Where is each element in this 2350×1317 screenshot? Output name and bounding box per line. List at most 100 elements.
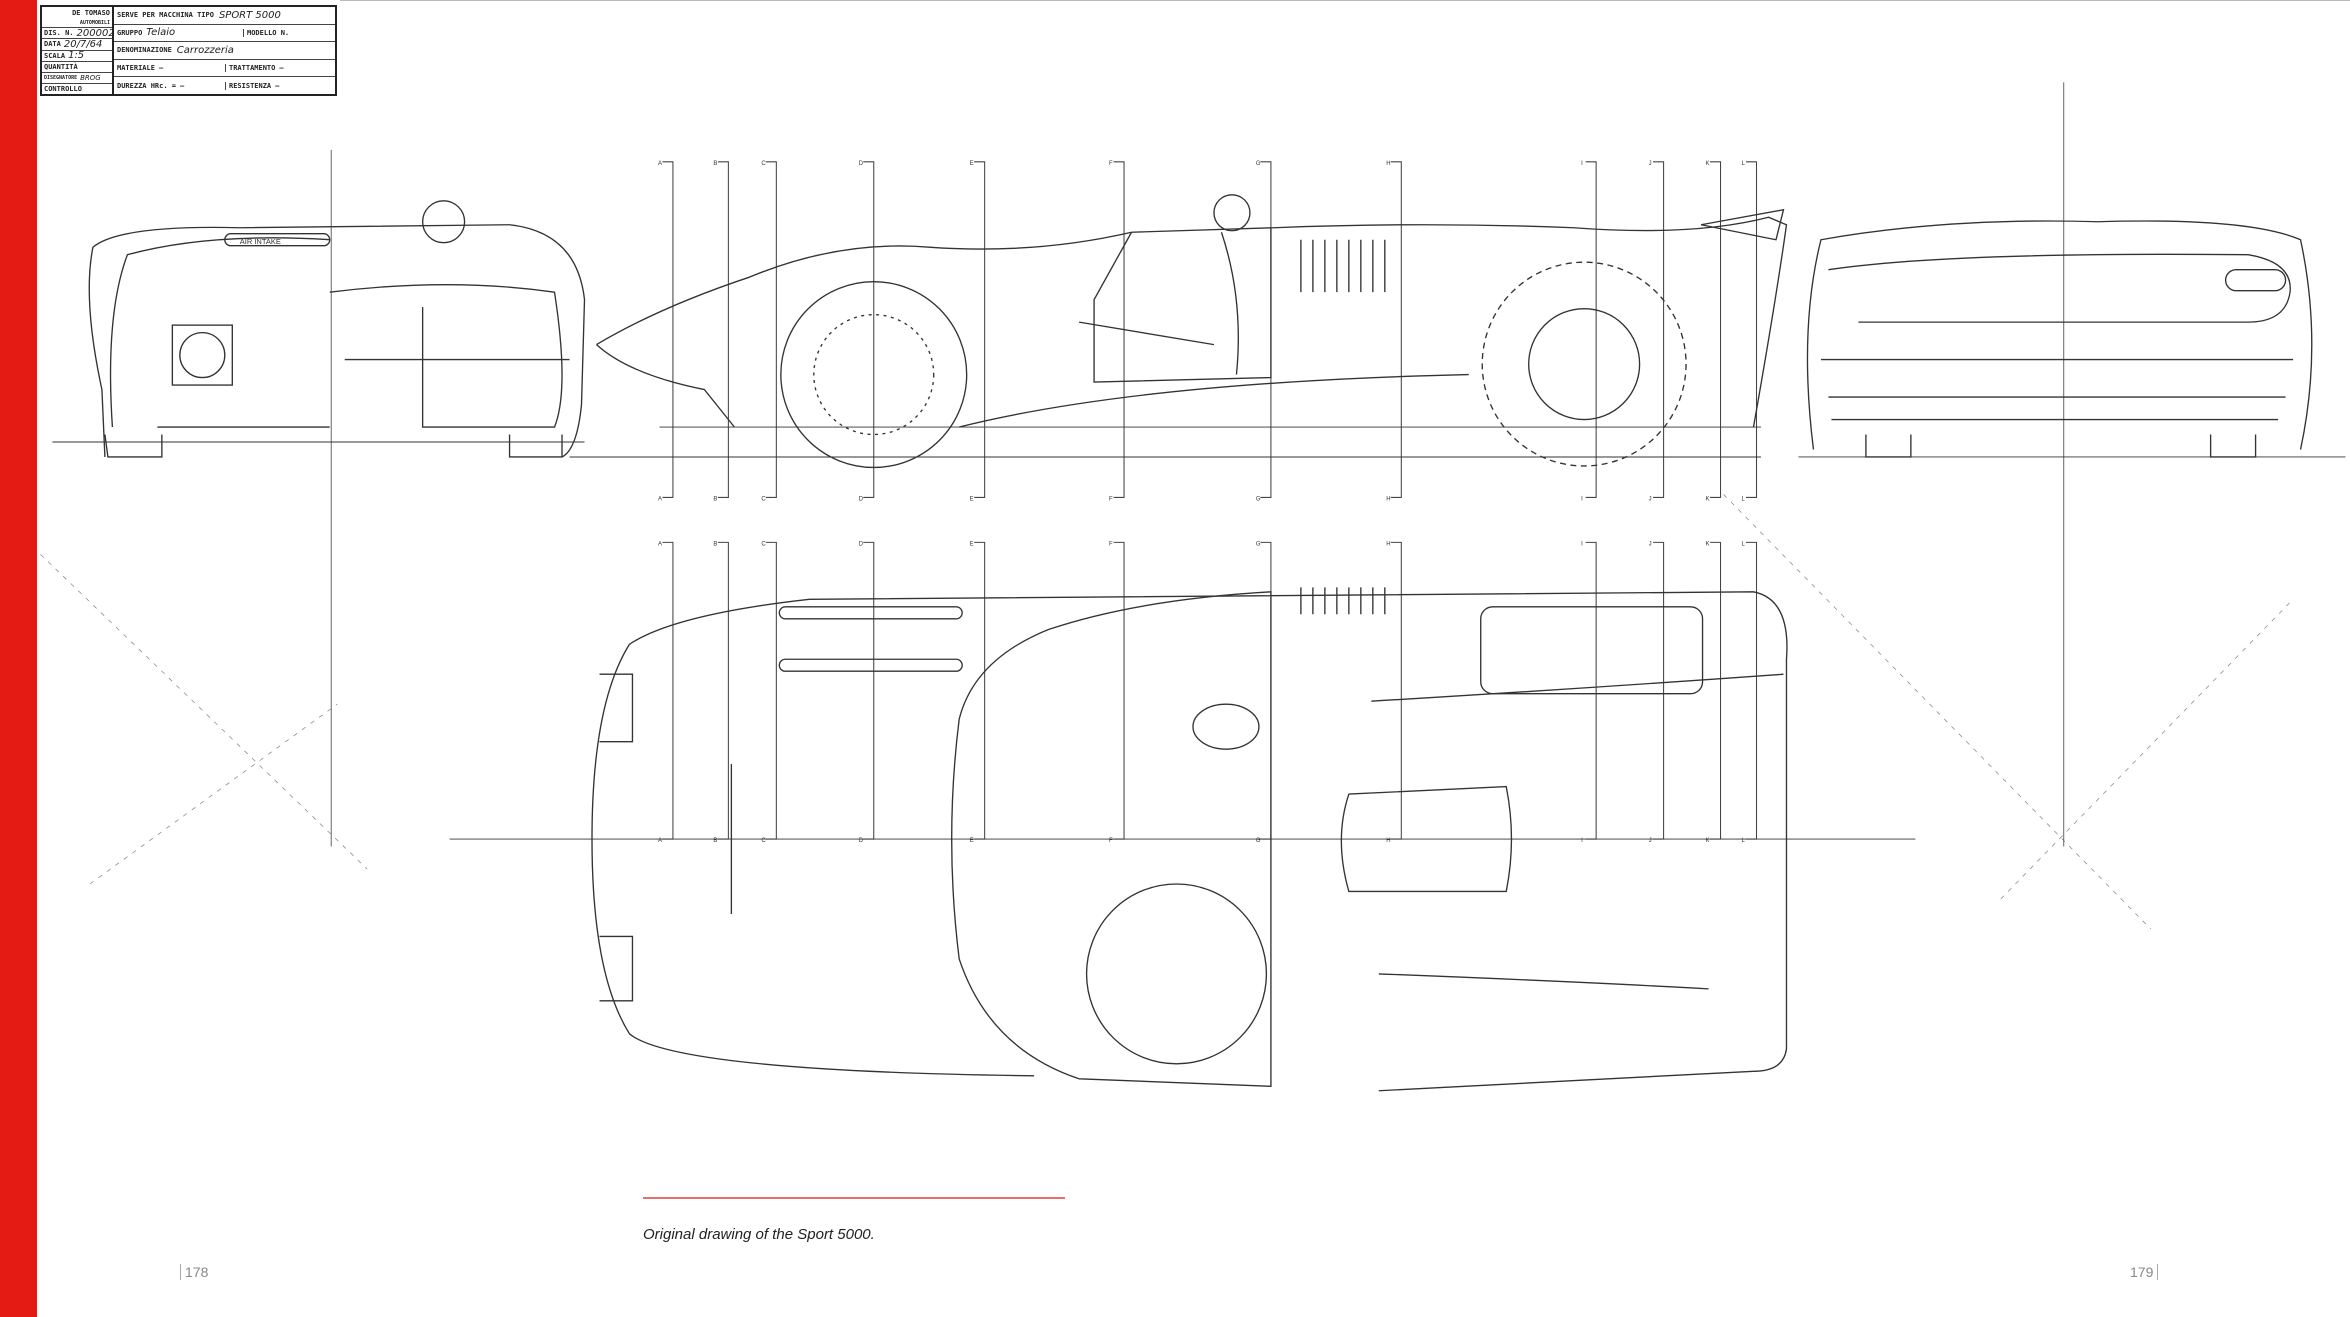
brand-name: DE TOMASO <box>72 8 110 17</box>
station-label: J <box>1649 161 1652 167</box>
station-line-b <box>717 541 729 840</box>
data-value: 20/7/64 <box>63 39 103 50</box>
rear-louvres-side <box>1300 239 1386 293</box>
side-view <box>569 194 1788 469</box>
station-label: G <box>1256 496 1261 502</box>
station-line-b <box>717 161 729 498</box>
durezza-value: — <box>180 81 185 90</box>
denominazione-value: Carrozzeria <box>176 44 234 56</box>
top-border-line <box>340 0 2350 1</box>
station-line-j <box>1653 161 1665 498</box>
gruppo-value: Telaio <box>146 27 176 39</box>
station-line-d <box>863 541 875 840</box>
station-label: I <box>1581 541 1583 547</box>
brand-cell: DE TOMASO AUTOMOBILI <box>42 7 112 29</box>
rear-view <box>1798 220 2346 458</box>
gruppo-label: GRUPPO <box>117 28 143 37</box>
station-label: D <box>859 496 864 502</box>
quantita-label: QUANTITÀ <box>44 62 78 71</box>
station-line-c <box>765 161 777 498</box>
construction-lines <box>40 494 2294 930</box>
station-label: C <box>761 496 766 502</box>
station-line-a <box>662 161 674 498</box>
disegnatore-label: DISEGNATORE <box>44 74 78 81</box>
station-line-c <box>765 541 777 840</box>
station-label: A <box>658 161 662 167</box>
scala-label: SCALA <box>44 51 66 60</box>
data-label: DATA <box>44 40 61 49</box>
station-label: I <box>1581 161 1583 167</box>
station-label: A <box>658 541 662 547</box>
station-label: H <box>1386 838 1390 844</box>
station-label: H <box>1386 496 1390 502</box>
station-label: K <box>1706 496 1710 502</box>
durezza-label: DUREZZA HRc. = <box>117 81 177 90</box>
station-label: J <box>1649 838 1652 844</box>
station-label: F <box>1109 541 1113 547</box>
station-label: K <box>1706 541 1710 547</box>
top-view <box>449 587 1916 1092</box>
materiale-label: MATERIALE <box>117 64 155 73</box>
station-label: G <box>1256 838 1261 844</box>
station-line-h <box>1390 541 1402 840</box>
station-label: I <box>1581 496 1583 502</box>
station-label: C <box>761 838 766 844</box>
station-label: G <box>1256 161 1261 167</box>
station-label: F <box>1109 161 1113 167</box>
station-line-l <box>1746 541 1758 840</box>
station-label: B <box>713 541 717 547</box>
station-label: L <box>1742 541 1746 547</box>
station-label: C <box>761 541 766 547</box>
brand-sub: AUTOMOBILI <box>79 19 110 26</box>
modello-label: MODELLO N. <box>247 28 290 37</box>
station-label: B <box>713 838 717 844</box>
scala-value: 1:5 <box>68 50 85 62</box>
station-label: A <box>658 838 662 844</box>
figure-caption: Original drawing of the Sport 5000. <box>643 1226 875 1243</box>
station-line-d <box>863 161 875 498</box>
station-line-f <box>1113 541 1125 840</box>
disegnatore-value: BROG <box>80 73 101 82</box>
resistenza-label: RESISTENZA <box>229 81 272 90</box>
station-line-i <box>1585 161 1597 498</box>
page-number-left: 178 <box>180 1264 208 1280</box>
serve-label: SERVE PER MACCHINA TIPO <box>117 11 214 20</box>
station-line-k <box>1710 541 1722 840</box>
station-line-e <box>974 161 986 498</box>
station-label: J <box>1649 496 1652 502</box>
station-label: E <box>970 161 974 167</box>
station-label: L <box>1742 496 1746 502</box>
station-label: L <box>1742 838 1746 844</box>
station-label: F <box>1109 496 1113 502</box>
dis-n-label: DIS. N. <box>44 29 74 38</box>
dis-n-value: 200002 <box>76 28 112 39</box>
station-label: J <box>1649 541 1652 547</box>
station-label: D <box>859 541 864 547</box>
station-label: E <box>970 838 974 844</box>
station-label: D <box>859 161 864 167</box>
station-label: A <box>658 496 662 502</box>
denominazione-label: DENOMINAZIONE <box>117 46 172 55</box>
station-label: K <box>1706 838 1710 844</box>
station-line-a <box>662 541 674 840</box>
red-page-edge <box>0 0 37 1317</box>
station-line-j <box>1653 541 1665 840</box>
station-line-g <box>1260 541 1272 840</box>
station-label: D <box>859 838 864 844</box>
station-line-e <box>974 541 986 840</box>
station-label: B <box>713 161 717 167</box>
rear-louvres-top <box>1300 587 1386 615</box>
station-label: B <box>713 496 717 502</box>
air-intake-label: AIR INTAKE <box>240 237 281 246</box>
station-line-k <box>1710 161 1722 498</box>
controllo-label: CONTROLLO <box>44 84 82 93</box>
station-label: F <box>1109 838 1113 844</box>
station-label: H <box>1386 161 1390 167</box>
station-label: K <box>1706 161 1710 167</box>
station-line-h <box>1390 161 1402 498</box>
trattamento-value: — <box>279 64 284 73</box>
